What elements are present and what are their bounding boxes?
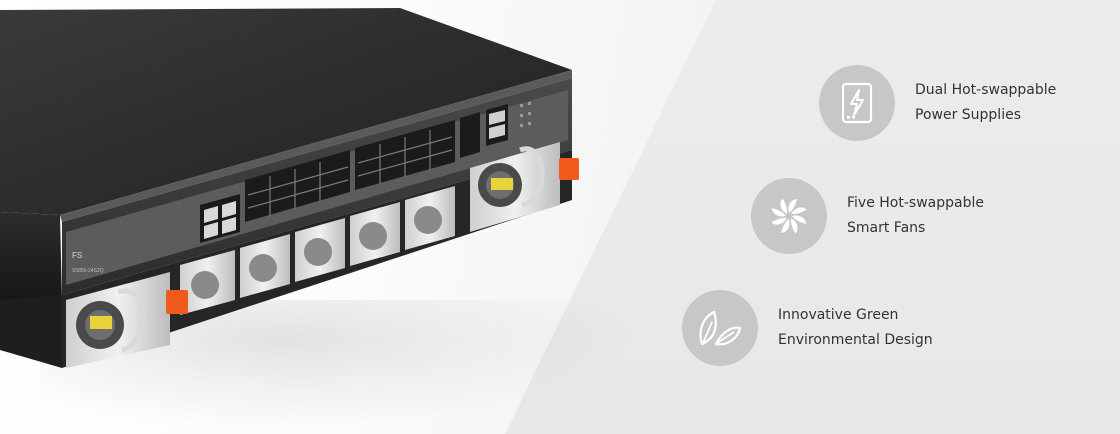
feature-smart-fans: Five Hot-swappable Smart Fans	[751, 178, 984, 254]
psu-module-left	[66, 272, 188, 368]
chassis-top	[0, 8, 572, 215]
feature-power-line1: Dual Hot-swappable	[915, 82, 1057, 98]
feature-green-line2: Environmental Design	[778, 332, 933, 348]
leaf-icon	[682, 290, 758, 366]
feature-power-line2: Power Supplies	[915, 107, 1021, 123]
leaf-icon-glyph	[699, 310, 742, 346]
psu-module-right	[470, 142, 579, 232]
power-supply-icon-glyph	[841, 82, 873, 124]
fan-icon	[751, 178, 827, 254]
chassis-lower-side	[0, 295, 62, 368]
feature-green-text: Innovative Green Environmental Design	[778, 303, 933, 353]
fan-module-row	[180, 186, 455, 315]
feature-fans-line1: Five Hot-swappable	[847, 195, 984, 211]
brand-badge: FS	[72, 251, 82, 260]
chassis-left-side	[0, 212, 62, 300]
feature-green-line1: Innovative Green	[778, 307, 899, 323]
feature-fans-text: Five Hot-swappable Smart Fans	[847, 191, 984, 241]
switch-device-image: FS S5850-24S2Q	[0, 0, 600, 400]
feature-power-supplies: Dual Hot-swappable Power Supplies	[819, 65, 1056, 141]
rj45-port-group	[200, 194, 240, 243]
mgmt-port-group	[486, 104, 508, 146]
switch-illustration: FS S5850-24S2Q	[0, 8, 579, 368]
sfp-port-group-1	[245, 150, 350, 222]
qsfp-port-group	[460, 112, 480, 158]
model-label: S5850-24S2Q	[72, 268, 104, 274]
power-supply-icon	[819, 65, 895, 141]
feature-green-design: Innovative Green Environmental Design	[682, 290, 933, 366]
feature-power-text: Dual Hot-swappable Power Supplies	[915, 78, 1056, 128]
chassis-top-edge	[60, 70, 572, 222]
sfp-cage-lines	[247, 130, 453, 216]
feature-fans-line2: Smart Fans	[847, 220, 926, 236]
fan-icon-glyph	[771, 198, 807, 234]
status-leds	[520, 102, 531, 127]
